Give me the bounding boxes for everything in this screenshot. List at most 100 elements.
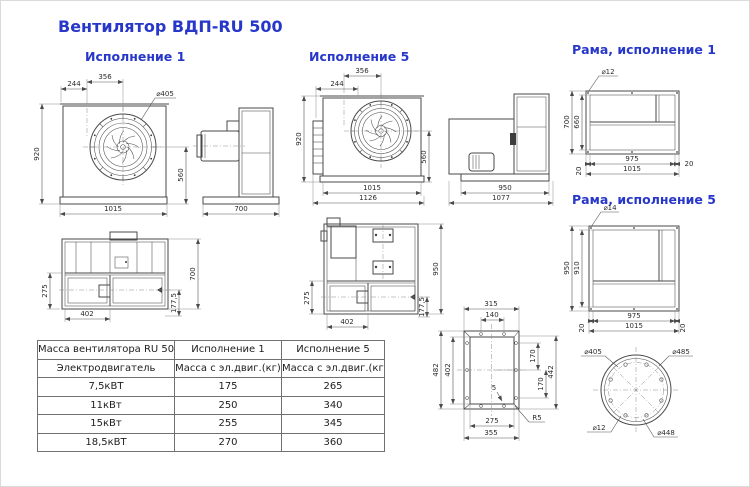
frame5-drawing: ⌀14 950 910 20 975 20 1015 (563, 204, 687, 334)
dim-label: 20 (578, 324, 586, 333)
dim-label: 402 (340, 318, 353, 326)
dim-label: ⌀405 (584, 348, 602, 356)
dim-label: 402 (444, 363, 452, 376)
mass-isp1-cell: 250 (174, 395, 282, 415)
dim-label: 1077 (492, 194, 510, 202)
motor-power-cell: 18,5кВТ (37, 432, 175, 452)
isp5-front-side-drawing: 356 244 920 560 1015 1126 (295, 67, 554, 206)
dim-label: 1015 (363, 184, 381, 192)
dim-label: 170 (529, 349, 537, 362)
table-subheader-cell: Масса с эл.двиг.(кг) (174, 358, 282, 378)
isp5-top-dimensions: 275 402 177,5 950 (303, 223, 444, 330)
fan-housing-front (312, 95, 425, 183)
mass-isp1-cell: 270 (174, 432, 282, 452)
isp1-side-view: 700 (193, 107, 280, 217)
isp5-top-body (320, 217, 422, 315)
dim-label: 177,5 (418, 297, 426, 317)
dim-label: 244 (330, 80, 344, 88)
table-subheader-cell: Масса с эл.двиг.(кг) (281, 358, 385, 378)
dim-label: 356 (98, 73, 112, 81)
section-frame5-heading: Рама, исполнение 5 (572, 192, 716, 207)
mass-isp5-cell: 345 (281, 414, 385, 434)
section-isp5-heading: Исполнение 5 (309, 49, 410, 64)
dim-label: 910 (573, 261, 581, 274)
dim-label: 20 (679, 324, 687, 333)
dim-label: 20 (685, 160, 694, 168)
motor-power-cell: 7,5кВТ (37, 377, 175, 397)
dim-label: 140 (485, 311, 498, 319)
rect-flange-drawing: 315 140 482 402 170 170 442 275 355 (432, 300, 559, 441)
dim-label: 560 (177, 168, 185, 181)
table-header-cell: Масса вентилятора RU 500 (37, 340, 175, 360)
table-header-cell: Исполнение 1 (174, 340, 282, 360)
dim-label: 1015 (104, 205, 122, 213)
frame5-dimensions: ⌀14 950 910 20 975 20 1015 (563, 204, 687, 334)
dim-label: 700 (189, 267, 197, 280)
dim-label: ⌀12 (601, 68, 614, 76)
mass-isp1-cell: 175 (174, 377, 282, 397)
dim-label: 275 (485, 417, 498, 425)
dim-label: 20 (575, 167, 583, 176)
dim-label: 920 (33, 147, 41, 160)
isp5-side-view: 950 1077 (448, 93, 554, 206)
page-title: Вентилятор ВДП-RU 500 (58, 17, 283, 36)
isp5-dimensions: 356 244 920 560 1015 1126 (295, 67, 432, 206)
frame1-dimensions: ⌀12 700 660 20 975 20 1015 (563, 68, 693, 177)
round-flange-drawing: ⌀405 ⌀485 ⌀12 ⌀448 (581, 347, 693, 438)
dim-label: ⌀405 (156, 90, 174, 98)
fan-wheel (344, 94, 418, 168)
dim-label: 920 (295, 132, 303, 145)
dim-label: 442 (547, 365, 555, 378)
isp1-front-side-drawing: 356 244 ⌀405 920 560 1015 (33, 73, 280, 217)
dim-label: 1015 (625, 322, 643, 330)
dim-label: 244 (67, 80, 81, 88)
section-frame1-heading: Рама, исполнение 1 (572, 42, 716, 57)
mass-table: Масса вентилятора RU 500 Исполнение 1 Ис… (37, 340, 385, 452)
dim-label: 275 (303, 291, 311, 304)
dim-label: 355 (484, 429, 497, 437)
dim-label: 177,5 (170, 293, 178, 313)
rect-flange-dimensions: 315 140 482 402 170 170 442 275 355 (432, 300, 559, 441)
dim-label: 315 (484, 300, 497, 308)
mass-isp5-cell: 340 (281, 395, 385, 415)
dim-label: 1015 (623, 165, 641, 173)
fan-wheel (83, 107, 163, 187)
dim-label: 560 (420, 150, 428, 163)
isp1-top-view-drawing: 275 402 177,5 700 (41, 231, 201, 322)
round-flange-dimensions: ⌀405 ⌀485 ⌀12 ⌀448 (581, 348, 693, 438)
mass-isp1-cell: 255 (174, 414, 282, 434)
frame1-body (585, 90, 680, 155)
dim-label: ⌀448 (657, 429, 675, 437)
table-header-cell: Исполнение 5 (281, 340, 385, 360)
dim-label: 700 (234, 205, 247, 213)
table-row: 11кВт 250 340 (37, 395, 385, 415)
fan-housing-front (59, 103, 169, 205)
table-row: 15кВт 255 345 (37, 414, 385, 434)
frame1-drawing: ⌀12 700 660 20 975 20 1015 (563, 68, 693, 177)
mass-isp5-cell: 265 (281, 377, 385, 397)
dim-label: 950 (563, 261, 571, 274)
round-flange-body (593, 347, 679, 433)
dim-label: 482 (432, 363, 440, 376)
dim-label: 275 (41, 284, 49, 297)
dim-label: 975 (627, 312, 640, 320)
dim-label: 356 (355, 67, 369, 75)
table-subheader-row: Электродвигатель Масса с эл.двиг.(кг) Ма… (37, 358, 385, 378)
table-header-row: Масса вентилятора RU 500 Исполнение 1 Ис… (37, 340, 385, 360)
dim-label: ⌀12 (592, 424, 605, 432)
table-subheader-cell: Электродвигатель (37, 358, 175, 378)
isp1-top-dimensions: 275 402 177,5 700 (41, 238, 201, 322)
isp1-top-body (59, 231, 171, 310)
table-row: 18,5кВТ 270 360 (37, 432, 385, 452)
isp5-top-view-drawing: 275 402 177,5 950 (303, 217, 444, 330)
motor-power-cell: 11кВт (37, 395, 175, 415)
frame5-body (588, 225, 680, 312)
dim-label: 950 (498, 184, 511, 192)
dim-label: 170 (537, 377, 545, 390)
motor-power-cell: 15кВт (37, 414, 175, 434)
section-isp1-heading: Исполнение 1 (85, 49, 186, 64)
dim-label: 700 (563, 115, 571, 128)
table-row: 7,5кВТ 175 265 (37, 377, 385, 397)
dim-label: 975 (625, 155, 638, 163)
dim-label: 950 (432, 262, 440, 275)
